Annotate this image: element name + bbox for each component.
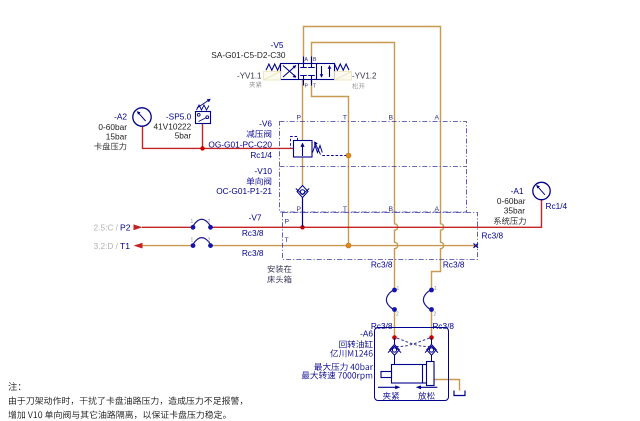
svg-text:Rc3/8: Rc3/8 <box>242 248 264 258</box>
svg-text:-SP5.0: -SP5.0 <box>166 112 192 122</box>
svg-text:3.2:D /: 3.2:D / <box>94 241 119 251</box>
svg-text:B: B <box>388 115 393 122</box>
svg-text:P2: P2 <box>120 223 131 233</box>
svg-text:Rc3/8: Rc3/8 <box>482 231 504 241</box>
svg-text:-YV1.1: -YV1.1 <box>237 72 262 81</box>
svg-text:Rc3/8: Rc3/8 <box>242 228 264 238</box>
svg-text:A: A <box>434 206 439 213</box>
svg-text:T: T <box>343 206 347 213</box>
svg-text:35bar: 35bar <box>504 206 525 216</box>
svg-text:P: P <box>296 206 301 213</box>
svg-text:T: T <box>313 84 317 90</box>
svg-text:2: 2 <box>396 312 399 318</box>
svg-text:Rc3/8: Rc3/8 <box>371 260 393 270</box>
svg-text:-A2: -A2 <box>114 112 127 122</box>
svg-text:1: 1 <box>397 286 400 292</box>
svg-text:41V10222: 41V10222 <box>153 122 191 132</box>
svg-text:SA-G01-C5-D2-C30: SA-G01-C5-D2-C30 <box>211 50 286 60</box>
svg-text:-V6: -V6 <box>259 119 272 129</box>
svg-text:A: A <box>305 57 309 63</box>
svg-text:B: B <box>388 206 393 213</box>
svg-text:B: B <box>313 57 317 63</box>
svg-text:-A6: -A6 <box>360 329 373 339</box>
svg-text:T: T <box>343 115 347 122</box>
svg-text:Rc1/4: Rc1/4 <box>546 201 568 211</box>
svg-text:Rc3/8: Rc3/8 <box>371 321 393 331</box>
svg-text:P: P <box>296 115 301 122</box>
svg-text:-V7: -V7 <box>249 213 262 223</box>
svg-text:-YV1.2: -YV1.2 <box>352 72 377 81</box>
svg-text:1: 1 <box>191 238 194 244</box>
svg-text:15bar: 15bar <box>106 132 127 142</box>
svg-text:0-60bar: 0-60bar <box>497 196 526 206</box>
svg-text:-V10: -V10 <box>254 166 272 176</box>
svg-text:2: 2 <box>434 312 437 318</box>
svg-text:P: P <box>305 84 309 90</box>
svg-text:P: P <box>285 219 290 226</box>
svg-text:5bar: 5bar <box>175 131 192 141</box>
svg-text:-V5: -V5 <box>271 40 284 50</box>
svg-text:T: T <box>285 237 289 244</box>
svg-text:2: 2 <box>208 219 211 225</box>
svg-text:A: A <box>434 115 439 122</box>
svg-text:0-60bar: 0-60bar <box>98 122 127 132</box>
svg-text:Rc1/4: Rc1/4 <box>250 150 272 160</box>
svg-text:OC-G01-P1-21: OC-G01-P1-21 <box>216 186 272 196</box>
svg-text:1: 1 <box>434 286 437 292</box>
svg-text:2: 2 <box>208 238 211 244</box>
svg-text:Rc3/8: Rc3/8 <box>443 260 465 270</box>
svg-text:-A1: -A1 <box>511 186 524 196</box>
svg-text:T1: T1 <box>120 241 130 251</box>
svg-text:1: 1 <box>191 219 194 225</box>
svg-text:2.5:C /: 2.5:C / <box>94 223 119 233</box>
svg-text:OG-G01-PC-C20: OG-G01-PC-C20 <box>208 140 272 150</box>
svg-text:Rc3/8: Rc3/8 <box>432 321 454 331</box>
